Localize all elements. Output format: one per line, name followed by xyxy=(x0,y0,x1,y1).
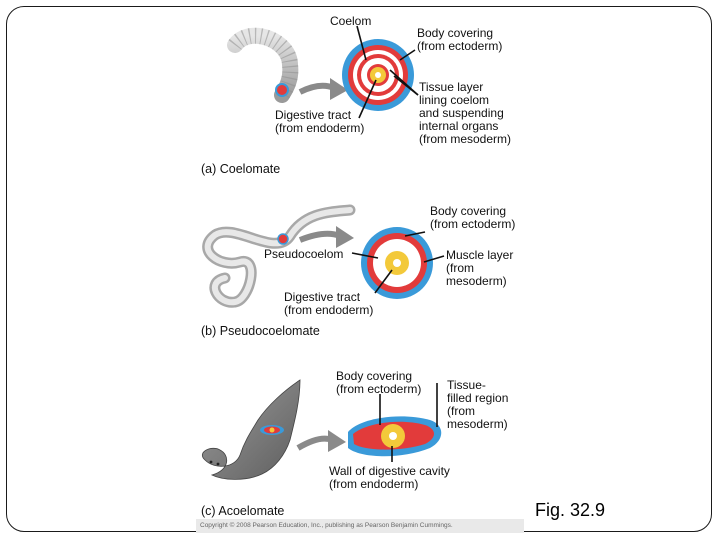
section-title-acoelomate: (c) Acoelomate xyxy=(201,504,285,518)
arrow-b xyxy=(298,230,342,243)
flatworm-drawing xyxy=(202,379,301,480)
leader-lines-b xyxy=(351,231,445,294)
label-body-covering-c: Body covering (from ectoderm) xyxy=(336,369,422,396)
section-title-pseudocoelomate: (b) Pseudocoelomate xyxy=(201,324,320,338)
coelomate-cross-section xyxy=(342,39,414,111)
leader-lines-c xyxy=(379,383,438,462)
label-digestive-b: Digestive tract (from endoderm) xyxy=(284,290,374,317)
arrow-a xyxy=(298,82,336,95)
label-body-covering-b: Body covering (from ectoderm) xyxy=(430,204,516,231)
roundworm-drawing xyxy=(202,204,356,308)
label-tissue-layer: Tissue layer lining coelom and suspendin… xyxy=(419,80,512,146)
label-tissue-filled-region: Tissue- filled region (from mesoderm) xyxy=(447,378,509,431)
acoelomate-cross-section xyxy=(348,416,442,457)
arrow-b-head xyxy=(336,226,354,248)
label-coelom: Coelom xyxy=(330,14,372,28)
label-body-covering-a: Body covering (from ectoderm) xyxy=(417,26,503,53)
label-pseudocoelom: Pseudocoelom xyxy=(264,247,344,261)
earthworm-drawing xyxy=(227,27,299,103)
pseudocoelomate-cross-section xyxy=(361,227,433,299)
label-digestive-wall: Wall of digestive cavity (from endoderm) xyxy=(329,464,450,491)
section-title-coelomate: (a) Coelomate xyxy=(201,162,281,176)
arrow-c xyxy=(296,435,334,451)
leader-lines-a xyxy=(356,25,419,119)
arrow-c-head xyxy=(328,430,346,452)
arrow-a-head xyxy=(330,78,348,100)
figure-label: Fig. 32.9 xyxy=(535,500,606,520)
copyright-notice: Copyright © 2008 Pearson Education, Inc.… xyxy=(196,519,524,533)
label-digestive-a: Digestive tract (from endoderm) xyxy=(275,108,365,135)
label-muscle-layer: Muscle layer (from mesoderm) xyxy=(446,248,514,288)
